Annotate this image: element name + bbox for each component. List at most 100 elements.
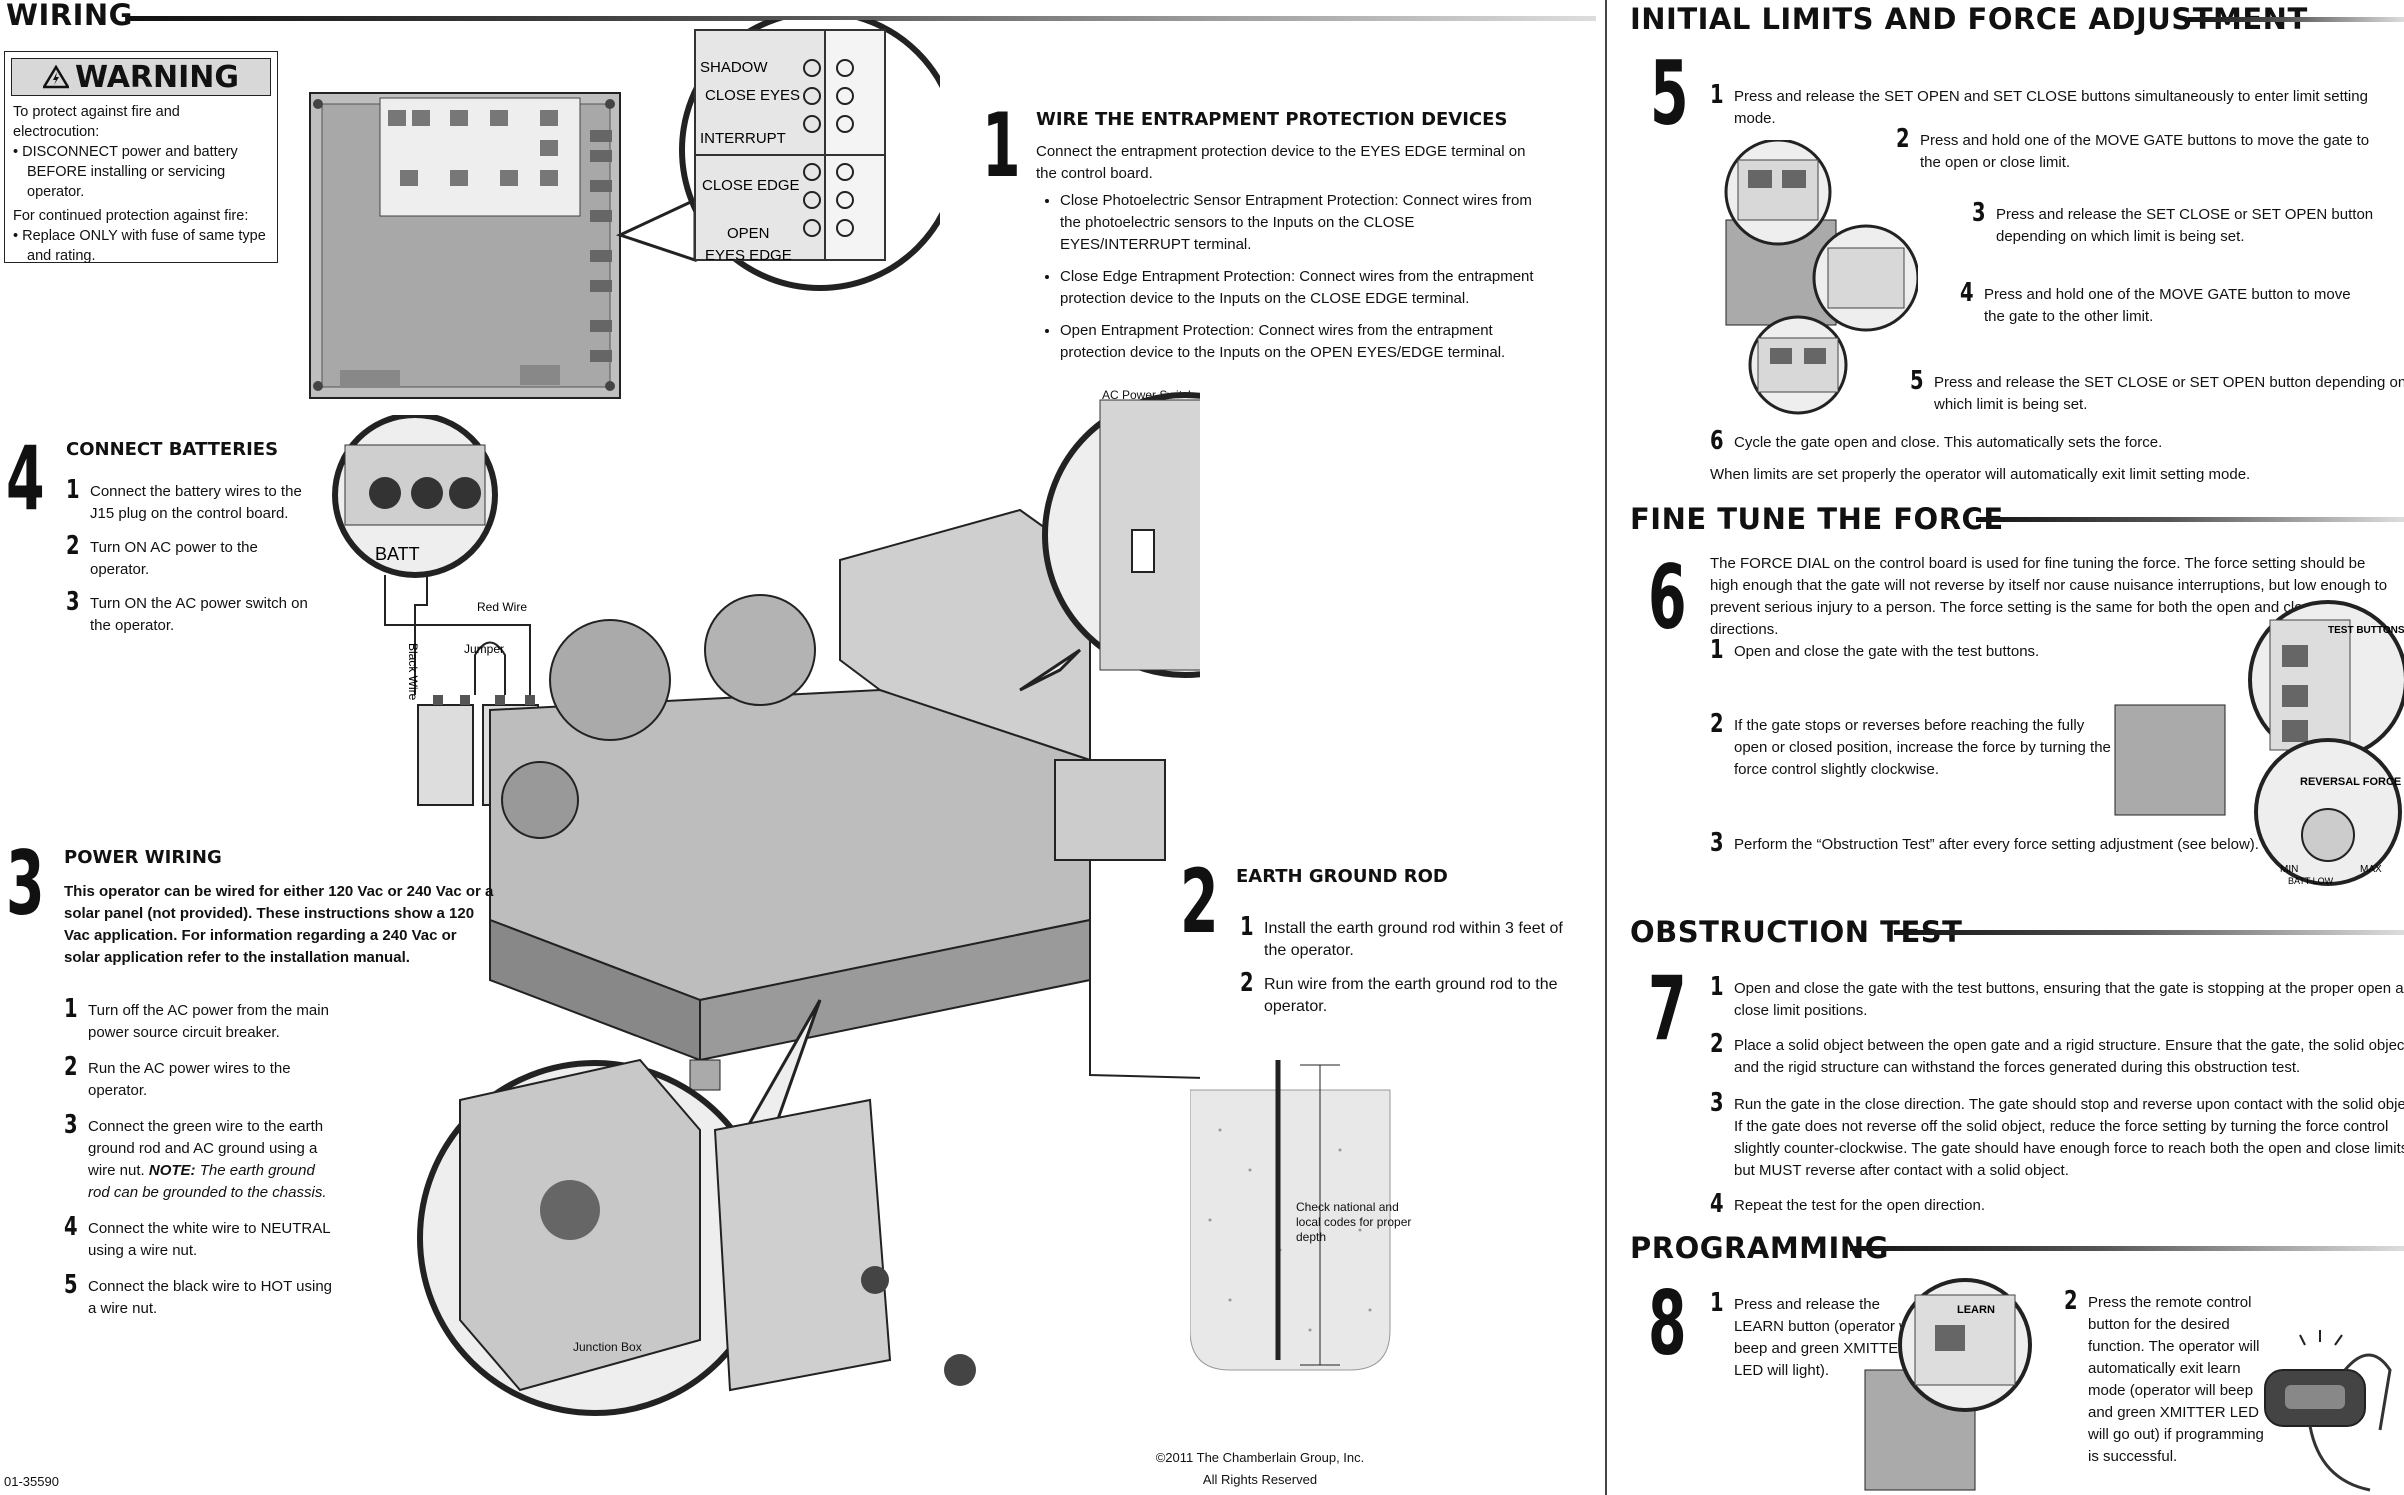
batt-label: BATT <box>375 544 420 564</box>
section-2-step-2-text: Run wire from the earth ground rod to th… <box>1264 976 1558 1015</box>
board-label-shadow: SHADOW <box>700 59 768 76</box>
black-wire-label: Black Wire <box>406 643 420 701</box>
depth-note: Check national and local codes for prope… <box>1296 1200 1412 1244</box>
section-3-title: POWER WIRING <box>64 847 222 868</box>
section-3-step-4-text: Connect the white wire to NEUTRAL using … <box>88 1220 331 1259</box>
section-5-step-1-text: Press and release the SET OPEN and SET C… <box>1734 88 2368 127</box>
warning-bullet-2: • Replace ONLY with fuse of same type an… <box>13 228 266 264</box>
section-7-step-3-text: Run the gate in the close direction. The… <box>1734 1096 2404 1179</box>
limits-rule <box>2188 17 2404 22</box>
warning-bullet-2-text: Replace ONLY with fuse of same type and … <box>22 228 266 264</box>
board-label-eyes-edge: EYES EDGE <box>705 247 792 264</box>
warning-box: WARNING To protect against fire and elec… <box>4 51 278 264</box>
section-1-bullet: Close Photoelectric Sensor Entrapment Pr… <box>1060 190 1546 256</box>
section-5-step-5-text: Press and release the SET CLOSE or SET O… <box>1934 374 2404 413</box>
fine-tune-title: FINE TUNE THE FORCE <box>1630 502 2004 536</box>
reversal-force-label: REVERSAL FORCE <box>2300 776 2401 788</box>
warning-bullet-1-text: DISCONNECT power and battery BEFORE inst… <box>22 144 238 200</box>
test-buttons-label: TEST BUTTONS <box>2328 625 2404 636</box>
warning-line-2: For continued protection against fire: <box>13 208 249 224</box>
limit-setting-illustration <box>1724 140 1918 415</box>
section-3-note-label: NOTE: <box>148 1162 196 1179</box>
min-label: MIN <box>2280 864 2298 875</box>
warning-line-1: To protect against fire and electrocutio… <box>13 104 180 140</box>
section-8-number: 8 <box>1648 1272 1687 1375</box>
page-divider <box>1605 0 1607 1495</box>
section-6-step-2-text: If the gate stops or reverses before rea… <box>1734 717 2111 778</box>
warning-triangle-icon <box>42 65 69 89</box>
section-7-step-1-text: Open and close the gate with the test bu… <box>1734 980 2404 1019</box>
section-1-title: WIRE THE ENTRAPMENT PROTECTION DEVICES <box>1036 109 1508 130</box>
warning-bullet-1: • DISCONNECT power and battery BEFORE in… <box>13 144 238 200</box>
rights: All Rights Reserved <box>1202 1472 1318 1487</box>
fine-tune-rule <box>1976 517 2404 522</box>
obstruction-rule <box>1894 930 2404 935</box>
max-label: MAX <box>2360 864 2382 875</box>
section-4-title: CONNECT BATTERIES <box>66 439 279 460</box>
doc-number: 01-35590 <box>4 1474 59 1489</box>
section-3-step-5-text: Connect the black wire to HOT using a wi… <box>88 1278 333 1317</box>
control-board-illustration: SHADOW CLOSE EYES INTERRUPT CLOSE EDGE O… <box>309 20 940 399</box>
section-5-step-6-text: Cycle the gate open and close. This auto… <box>1734 434 2163 451</box>
section-8-step-1-text: Press and release the LEARN button (oper… <box>1734 1296 1920 1379</box>
section-3-step-1-text: Turn off the AC power from the main powe… <box>88 1002 329 1041</box>
board-label-interrupt: INTERRUPT <box>700 130 786 147</box>
section-6-step-1-text: Open and close the gate with the test bu… <box>1734 643 2040 660</box>
section-4-step-3-text: Turn ON the AC power switch on the opera… <box>90 595 308 634</box>
section-6-intro: The FORCE DIAL on the control board is u… <box>1710 555 2388 638</box>
board-label-close-eyes: CLOSE EYES <box>705 87 800 104</box>
section-2-step-1-text: Install the earth ground rod within 3 fe… <box>1264 920 1563 959</box>
batt-low-label: BATT LOW <box>2288 876 2334 886</box>
section-7-step-2-text: Place a solid object between the open ga… <box>1734 1037 2404 1076</box>
section-5-step-2-text: Press and hold one of the MOVE GATE butt… <box>1920 132 2370 171</box>
section-4-step-2-text: Turn ON AC power to the operator. <box>90 539 258 578</box>
copyright: ©2011 The Chamberlain Group, Inc. <box>1155 1450 1365 1465</box>
remote-control-illustration <box>2264 1330 2392 1492</box>
section-4-step-1-text: Connect the battery wires to the J15 plu… <box>90 483 302 522</box>
learn-label: LEARN <box>1957 1304 1995 1316</box>
section-6-step-3-text: Perform the “Obstruction Test” after eve… <box>1734 836 2259 853</box>
section-6-number: 6 <box>1648 546 1687 649</box>
section-3-step-3-text: Connect the green wire to the earth grou… <box>88 1118 324 1179</box>
section-3-intro: This operator can be wired for either 12… <box>64 883 494 966</box>
operator-illustration <box>417 392 1200 1416</box>
programming-title: PROGRAMMING <box>1630 1231 1889 1265</box>
programming-rule <box>1850 1246 2404 1251</box>
section-5-step-3-text: Press and release the SET CLOSE or SET O… <box>1996 206 2374 245</box>
section-1-intro: Connect the entrapment protection device… <box>1036 143 1526 182</box>
board-label-close-edge: CLOSE EDGE <box>702 177 800 194</box>
warning-title: WARNING <box>74 59 240 95</box>
section-8-step-2-text: Press the remote control button for the … <box>2088 1294 2264 1465</box>
section-1-bullets: Close Photoelectric Sensor Entrapment Pr… <box>1036 190 1546 374</box>
section-3-number: 3 <box>6 832 45 935</box>
board-label-open: OPEN <box>727 225 770 242</box>
section-5-footer: When limits are set properly the operato… <box>1710 466 2251 483</box>
junction-box-label: Junction Box <box>573 1340 642 1354</box>
section-4-number: 4 <box>6 427 45 530</box>
section-5-step-4-text: Press and hold one of the MOVE GATE butt… <box>1984 286 2351 325</box>
section-3-step-2-text: Run the AC power wires to the operator. <box>88 1060 291 1099</box>
section-1-bullet: Close Edge Entrapment Protection: Connec… <box>1060 266 1546 310</box>
warning-header: WARNING <box>11 58 271 96</box>
